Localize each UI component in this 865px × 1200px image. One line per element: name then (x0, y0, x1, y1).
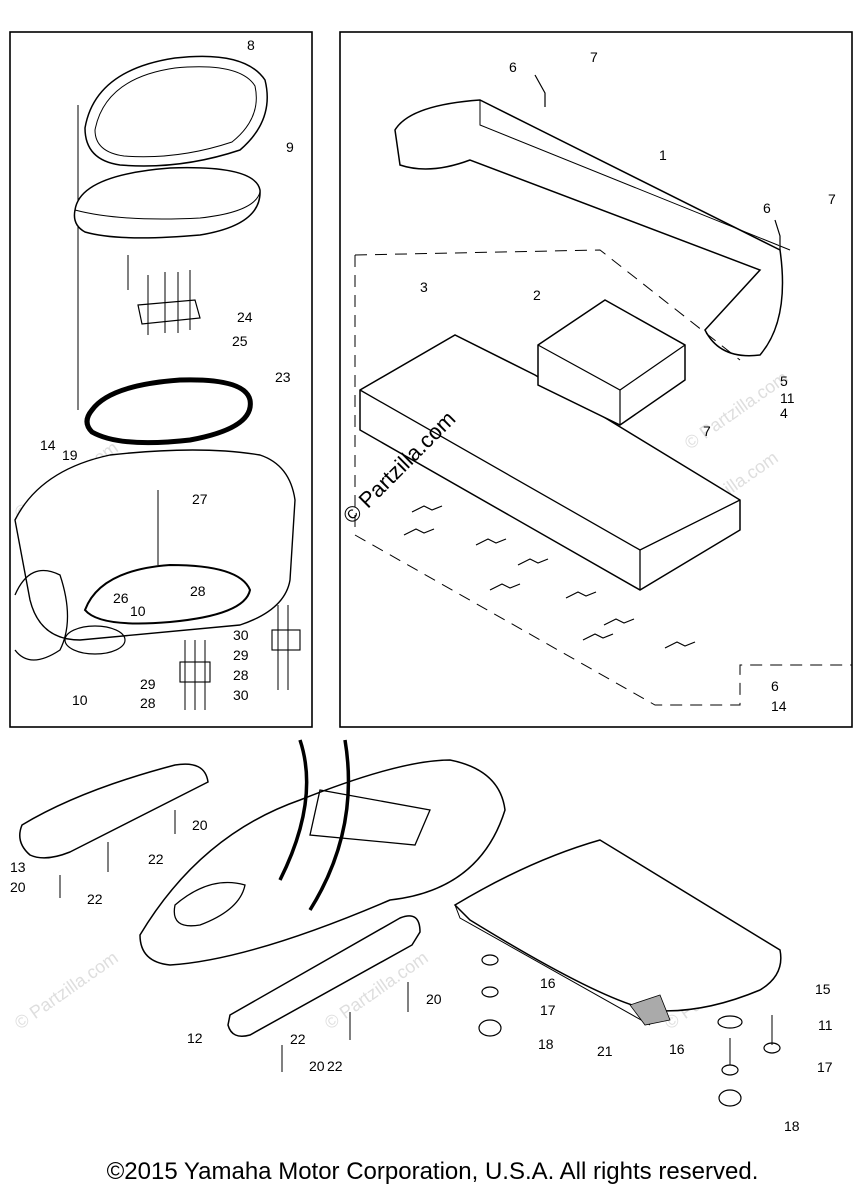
left-panel-frame (9, 31, 313, 728)
callout-29: 29 (140, 676, 156, 692)
sun-pad-label (629, 994, 671, 1026)
callout-18: 18 (784, 1118, 800, 1134)
dashed-assembly-outline (354, 255, 852, 706)
callout-6: 6 (771, 678, 779, 694)
watermark: © Partzilla.com (11, 947, 122, 1033)
callout-28: 28 (233, 667, 249, 683)
callout-3: 3 (420, 279, 428, 295)
callout-30: 30 (233, 627, 249, 643)
cup-holder (64, 625, 126, 655)
callout-16: 16 (540, 975, 556, 991)
backrest-inner-line (94, 66, 257, 158)
callout-28: 28 (140, 695, 156, 711)
callout-26: 26 (113, 590, 129, 606)
callout-25: 25 (232, 333, 248, 349)
callout-17: 17 (817, 1059, 833, 1075)
main-cushion-edge (479, 100, 791, 251)
callout-29: 29 (233, 647, 249, 663)
arrow-line (308, 739, 351, 911)
callout-16: 16 (669, 1041, 685, 1057)
callout-23: 23 (275, 369, 291, 385)
sun-pad-edge (454, 904, 651, 1026)
callout-19: 19 (62, 447, 78, 463)
seat-base-block (359, 334, 741, 591)
right-panel-frame (339, 31, 853, 728)
callout-27: 27 (192, 491, 208, 507)
arrow-line (278, 739, 309, 881)
callout-13: 13 (10, 859, 26, 875)
filler-block (537, 299, 686, 426)
callout-15: 15 (815, 981, 831, 997)
callout-5: 5 (780, 373, 788, 389)
main-cushion (394, 99, 784, 357)
callout-22: 22 (327, 1058, 343, 1074)
callout-9: 9 (286, 139, 294, 155)
callout-22: 22 (290, 1031, 306, 1047)
seat-cushion (73, 166, 261, 239)
callout-18: 18 (538, 1036, 554, 1052)
callout-10: 10 (72, 692, 88, 708)
callout-20: 20 (192, 817, 208, 833)
screws (59, 810, 773, 1072)
callout-20: 20 (309, 1058, 325, 1074)
seat-cushion-edge (74, 191, 261, 220)
left-panel (9, 31, 313, 728)
compartment-opening (83, 563, 252, 625)
callout-20: 20 (10, 879, 26, 895)
copyright-notice: ©2015 Yamaha Motor Corporation, U.S.A. A… (106, 1158, 759, 1185)
callout-22: 22 (87, 891, 103, 907)
callout-4: 4 (780, 405, 788, 421)
dashed-assembly-outline-top (354, 249, 741, 361)
callout-12: 12 (187, 1030, 203, 1046)
callout-1: 1 (659, 147, 667, 163)
callout-17: 17 (540, 1002, 556, 1018)
callout-7: 7 (703, 423, 711, 439)
callout-11: 11 (780, 390, 795, 406)
callout-22: 22 (148, 851, 164, 867)
callout-24: 24 (237, 309, 253, 325)
callout-6: 6 (509, 59, 517, 75)
callout-30: 30 (233, 687, 249, 703)
bracket-bolts (127, 255, 191, 335)
bottom-section (19, 739, 782, 1107)
side-cushion-right (227, 915, 421, 1037)
backrest-cushion (84, 55, 268, 167)
callout-6: 6 (763, 200, 771, 216)
cockpit (309, 789, 431, 846)
hinge-screws (157, 490, 289, 710)
grommets (478, 954, 781, 1107)
seal-ring (84, 377, 253, 446)
seat-bracket (137, 299, 201, 325)
bow-storage (173, 881, 246, 927)
side-cushion-left (19, 763, 209, 859)
callout-20: 20 (426, 991, 442, 1007)
callout-14: 14 (40, 437, 56, 453)
callout-7: 7 (590, 49, 598, 65)
boat-hull (139, 759, 506, 966)
sun-pad-cushion (453, 839, 782, 1012)
storage-compartment (14, 449, 296, 641)
hinge-right (271, 629, 301, 651)
callout-14: 14 (771, 698, 787, 714)
callout-28: 28 (190, 583, 206, 599)
callout-8: 8 (247, 37, 255, 53)
watermark: © Partzilla.com (681, 367, 792, 453)
callout-21: 21 (597, 1043, 613, 1059)
right-panel: © Partzilla.com (338, 31, 853, 728)
hull-contour (14, 569, 69, 661)
callout-2: 2 (533, 287, 541, 303)
callout-11: 11 (818, 1017, 833, 1033)
callout-7: 7 (828, 191, 836, 207)
mount-brackets (403, 74, 781, 649)
callout-10: 10 (130, 603, 146, 619)
